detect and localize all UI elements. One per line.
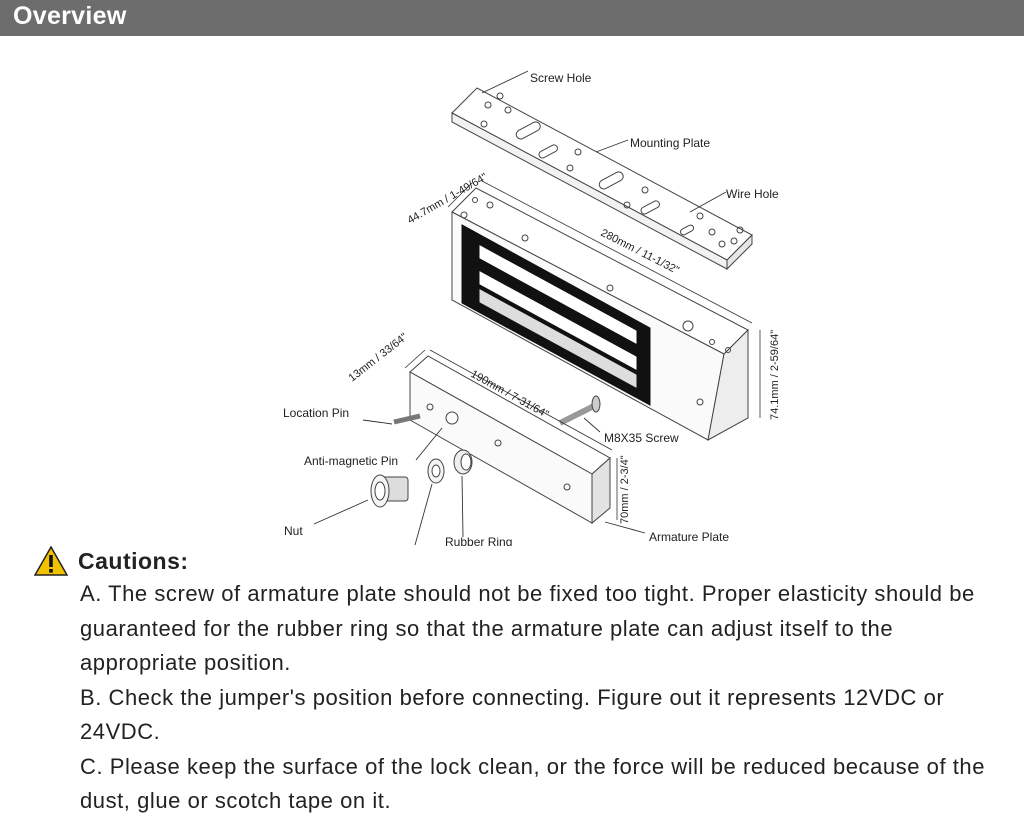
location-pin [393,413,421,425]
label-washer: washer [396,545,436,546]
label-location-pin: Location Pin [283,406,349,420]
page-title: Overview [13,2,127,30]
caution-item-a: A. The screw of armature plate should no… [80,581,975,675]
caution-item-c: C. Please keep the surface of the lock c… [80,753,986,814]
label-screw-hole: Screw Hole [530,71,592,85]
maglock-diagram: Screw Hole Mounting Plate Wire Hole Loca… [283,70,781,546]
dimension-lines [404,180,761,520]
cautions-section: Cautions: A. The screw of armature plate… [34,545,1014,819]
label-mounting-plate: Mounting Plate [630,136,710,150]
label-screw: M8X35 Screw [604,431,679,445]
dim-plate-height: 70mm / 2-3/4" [619,455,631,524]
label-wire-hole: Wire Hole [726,187,779,201]
cautions-heading: Cautions: [34,545,1014,577]
label-nut: Nut [284,524,303,538]
rubber-ring [453,449,473,475]
dim-plate-depth: 13mm / 33/64" [346,331,410,384]
lock-body [451,187,749,441]
nut [370,474,409,508]
mounting-plate [451,87,753,271]
cautions-title: Cautions: [78,547,189,574]
warning-icon [34,546,68,576]
m8x35-screw [558,395,601,426]
dim-lock-height: 74.1mm / 2-59/64" [769,330,781,420]
leader-lines [313,70,727,546]
caution-list: A. The screw of armature plate should no… [34,577,1014,819]
washer [427,458,445,484]
label-anti-magnetic-pin: Anti-magnetic Pin [304,454,398,468]
caution-item-b: B. Check the jumper's position before co… [80,684,945,745]
header-bar: Overview [0,0,1024,36]
armature-plate [409,355,611,525]
label-armature-plate: Armature Plate [649,530,729,544]
label-rubber-ring: Rubber Ring [445,535,512,546]
